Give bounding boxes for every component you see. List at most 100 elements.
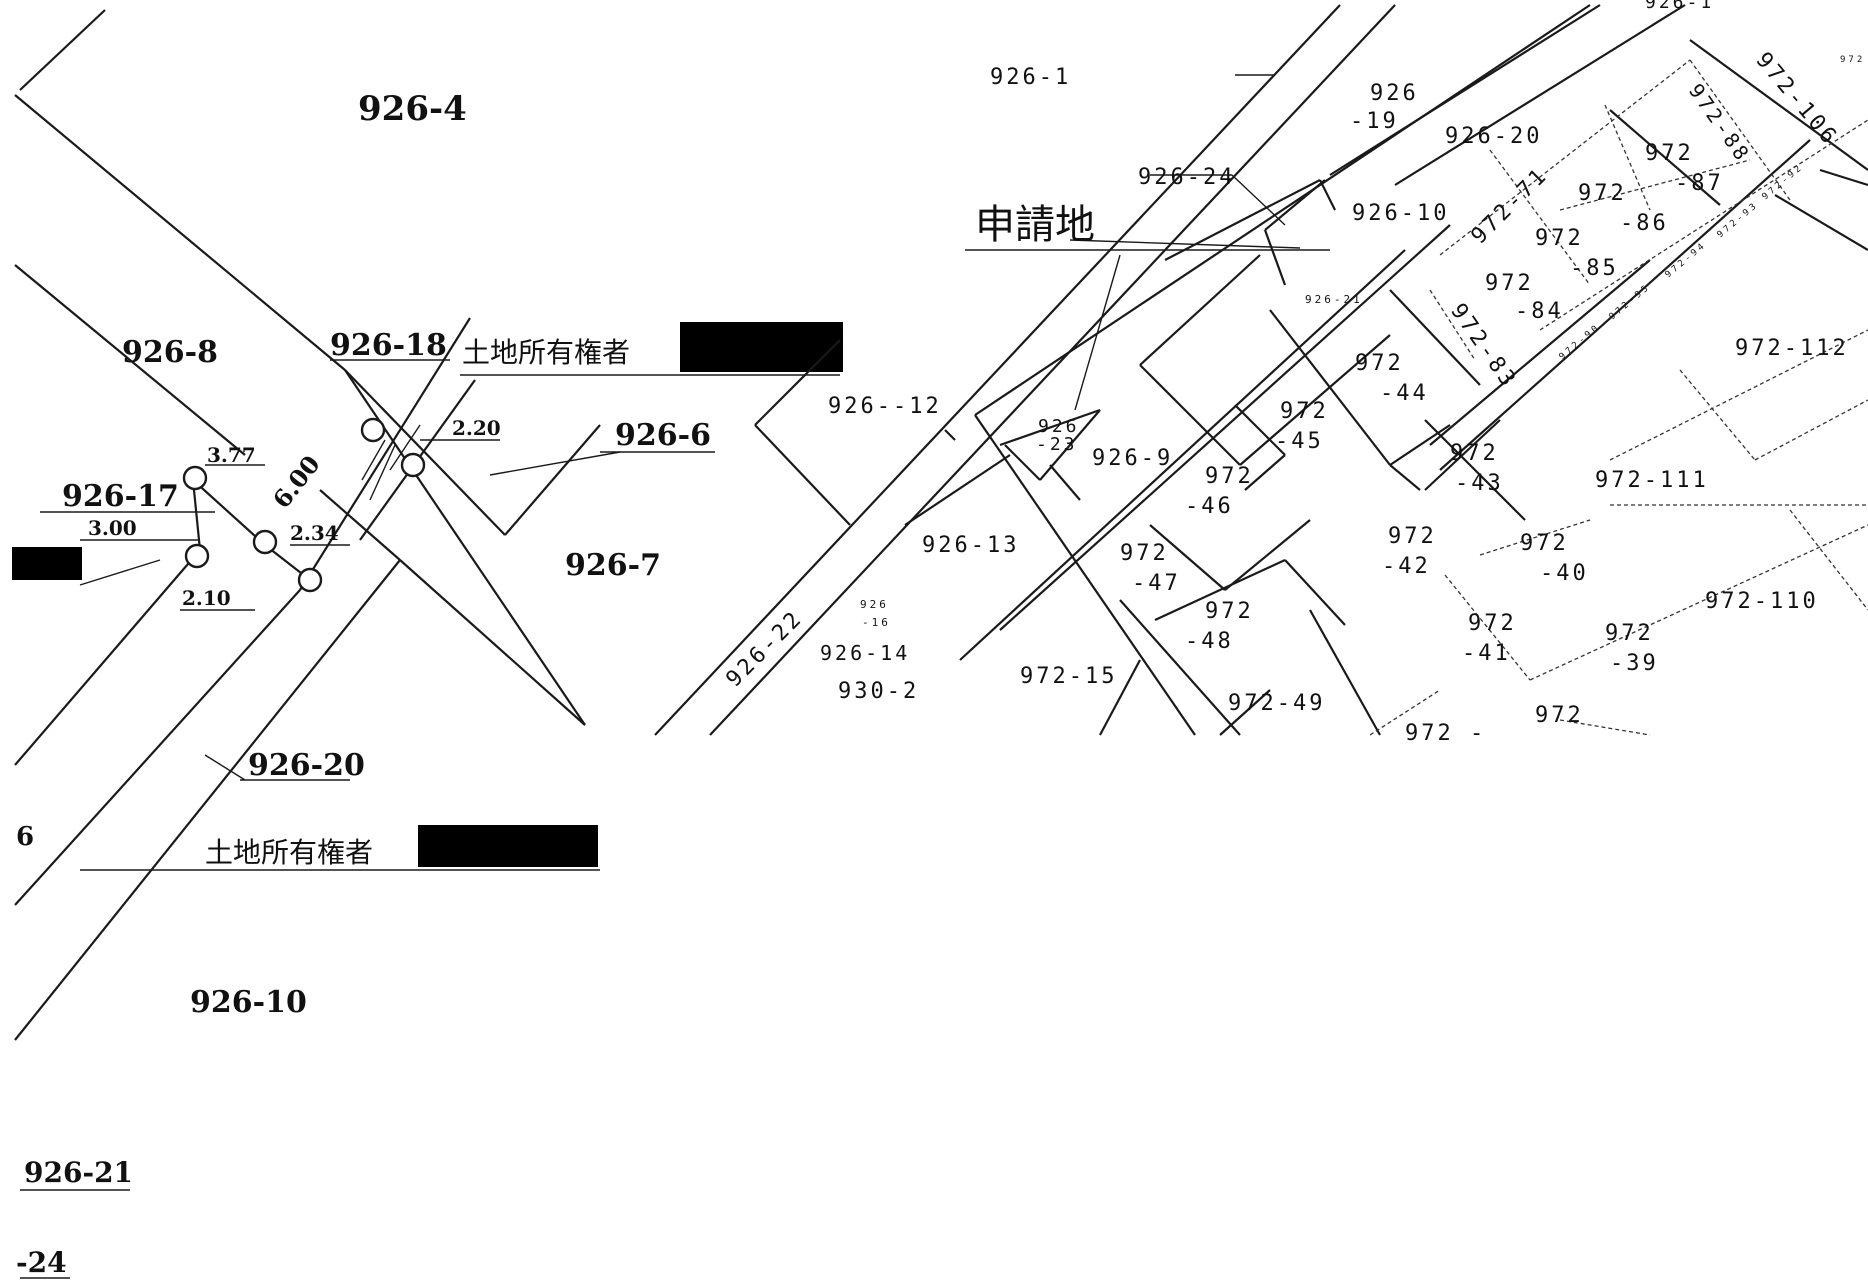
arrow-line [369,444,396,501]
parcel-label: 926 [1038,416,1080,437]
lot-line [1559,719,1651,736]
boundary-line [1609,109,1721,206]
lot-line [1479,519,1591,556]
boundary-line [1429,259,1651,446]
survey-point [182,465,208,491]
boundary-line [1039,409,1101,481]
parcel-label: 972 [1205,599,1254,624]
lot-line [1539,119,1868,331]
parcel-label: -48 [1185,629,1234,654]
survey-point [360,417,386,443]
road-edge [1329,4,1601,176]
parcel-label: 972 [1485,271,1534,296]
road-edge [14,549,201,766]
parcel-label: 972-49 [1228,691,1325,716]
arrow-line [361,439,386,481]
parcel-label: 972 [1388,524,1437,549]
parcel-label: 972 -99 [1840,55,1868,65]
lot-line [1609,329,1868,461]
parcel-label: 926-4 [358,89,467,129]
parcel-label: -24 [16,1246,67,1279]
boundary-line [1389,424,1451,466]
boundary-line [1139,364,1241,466]
lot-line [1489,149,1591,286]
owner-label: 土地所有権者 [462,336,630,369]
boundary-line [999,408,1101,447]
left-detail-map: 926-4 926-8 926-18 土地所有権者 926-6 926-7 92… [12,9,843,1279]
parcel-label: 926-21 [24,1156,133,1189]
parcel-label: 972-110 [1705,589,1819,614]
parcel-label: 926-1 [990,65,1071,90]
road-edge [319,489,401,561]
measurement-label: 2.20 [452,416,501,440]
parcel-label: 930-2 [838,679,919,704]
survey-point [252,529,278,555]
leader-line [1069,239,1301,249]
parcel-label: -16 [862,616,891,629]
road-edge [654,4,1341,736]
parcel-label: 926-10 [190,985,307,1020]
parcel-label: 972 [1120,541,1169,566]
parcel-label: 926 [1370,81,1419,106]
road-edge [14,589,301,906]
boundary-line [754,339,841,426]
parcel-label: 926-24 [1138,165,1235,190]
parcel-label: 972-90 [1558,322,1603,362]
parcel-label: 972 [1578,181,1627,206]
parcel-label: 972-111 [1595,468,1709,493]
measurement-label: 2.34 [290,521,339,545]
measurement-label: 2.10 [182,586,231,610]
parcel-label: 972 [1605,621,1654,646]
boundary-line [1309,609,1381,736]
boundary-line [1389,289,1481,386]
boundary-line [14,94,346,371]
road-edge [959,249,1406,661]
parcel-label: 972 [1520,531,1569,556]
parcel-label: 972-95 [1608,282,1653,322]
parcel-label: 926-14 [820,641,910,665]
boundary-line [1139,254,1261,366]
parcel-label: 972 [1355,351,1404,376]
parcel-label: -86 [1620,211,1669,236]
leader-line [1074,254,1121,411]
parcel-label: -87 [1675,171,1724,196]
road-edge [999,224,1451,631]
parcel-label: -42 [1382,554,1431,579]
parcel-label: -43 [1455,471,1504,496]
lot-line [1689,59,1791,201]
parcel-label: 972 [1535,226,1584,251]
leader-line [1231,174,1286,226]
survey-point [184,543,210,569]
parcel-label: 972-88 [1684,79,1755,167]
road-edge [974,4,1591,416]
boundary-line [1269,309,1391,466]
survey-point [297,567,323,593]
application-site-label: 申請地 [975,202,1095,248]
boundary-line [344,369,506,536]
boundary-line [1164,179,1321,261]
parcel-label: 972 - [1405,721,1486,746]
right-overview-map: 926-1 926-1 926 -19 926-20 926-24 926-10… [654,0,1868,746]
parcel-label: 972-106 [1750,48,1842,151]
lot-line [1439,59,1691,256]
arrow-line [389,424,421,471]
boundary-line [1439,139,1811,471]
measurement-label: 6.00 [267,450,326,514]
parcel-label: 926-10 [1352,201,1449,226]
lot-line [1754,399,1868,461]
boundary-line [1284,559,1346,626]
boundary-line [1264,179,1326,231]
boundary-line [1049,464,1081,501]
parcel-label: -45 [1275,429,1324,454]
owner-label: 土地所有権者 [205,836,373,869]
boundary-line [504,424,601,536]
parcel-label: 972 [1468,611,1517,636]
road-edge [399,559,586,726]
boundary-line [1424,419,1526,521]
parcel-label: 972 [1535,703,1584,728]
parcel-label: -46 [1185,494,1234,519]
parcel-label: 926-20 [248,748,365,783]
redacted-owner-name [680,322,843,372]
parcel-label: 926-18 [330,328,447,363]
redacted-owner-name [418,825,598,867]
